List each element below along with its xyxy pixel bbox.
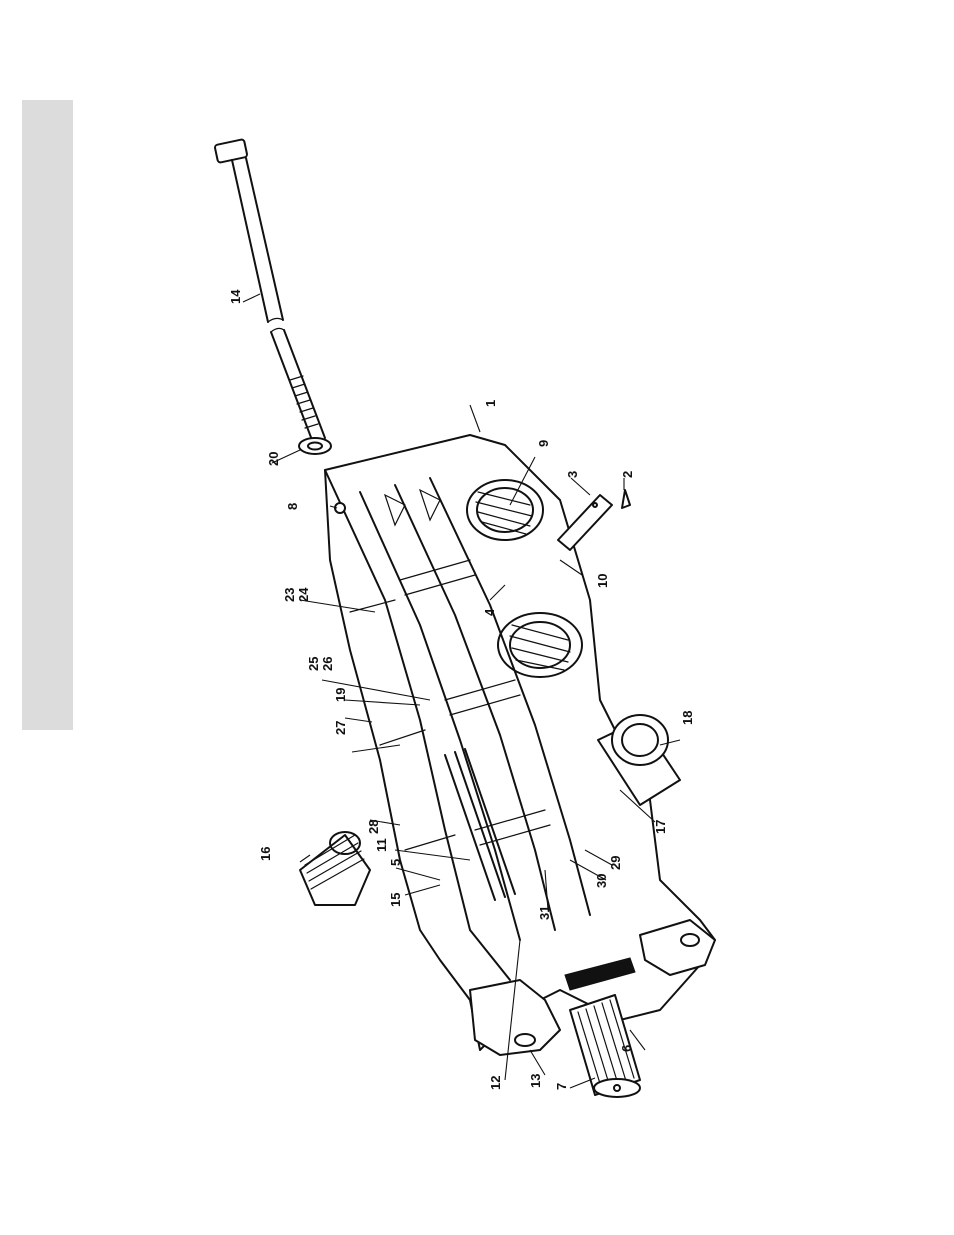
callout-7: 7	[554, 1083, 569, 1090]
callout-4: 4	[482, 608, 497, 616]
callout-24: 24	[296, 587, 311, 602]
callout-27: 27	[333, 721, 348, 735]
callout-19: 19	[333, 688, 348, 702]
callout-9: 9	[536, 440, 551, 447]
callout-17: 17	[653, 820, 668, 834]
callout-25: 25	[306, 657, 321, 671]
callout-5: 5	[388, 859, 403, 866]
cover-plate	[558, 490, 630, 550]
port-fitting	[300, 832, 370, 905]
callout-31: 31	[537, 906, 552, 920]
washer	[299, 438, 331, 454]
callout-6: 6	[619, 1045, 634, 1052]
callout-13: 13	[528, 1074, 543, 1088]
callout-3: 3	[565, 471, 580, 478]
callout-26: 26	[320, 657, 335, 671]
callout-14: 14	[228, 289, 243, 304]
callout-18: 18	[680, 711, 695, 725]
callout-1: 1	[483, 400, 498, 407]
callout-29: 29	[608, 856, 623, 870]
callout-28: 28	[366, 820, 381, 834]
callout-16: 16	[258, 847, 273, 861]
callout-11: 11	[374, 838, 389, 852]
callout-15: 15	[388, 893, 403, 907]
callout-30: 30	[594, 874, 609, 888]
callout-12: 12	[488, 1076, 503, 1090]
callout-20: 20	[266, 452, 281, 466]
callout-2: 2	[620, 471, 635, 478]
callout-23: 23	[282, 588, 297, 602]
callout-8: 8	[285, 503, 300, 510]
callout-10: 10	[595, 574, 610, 588]
